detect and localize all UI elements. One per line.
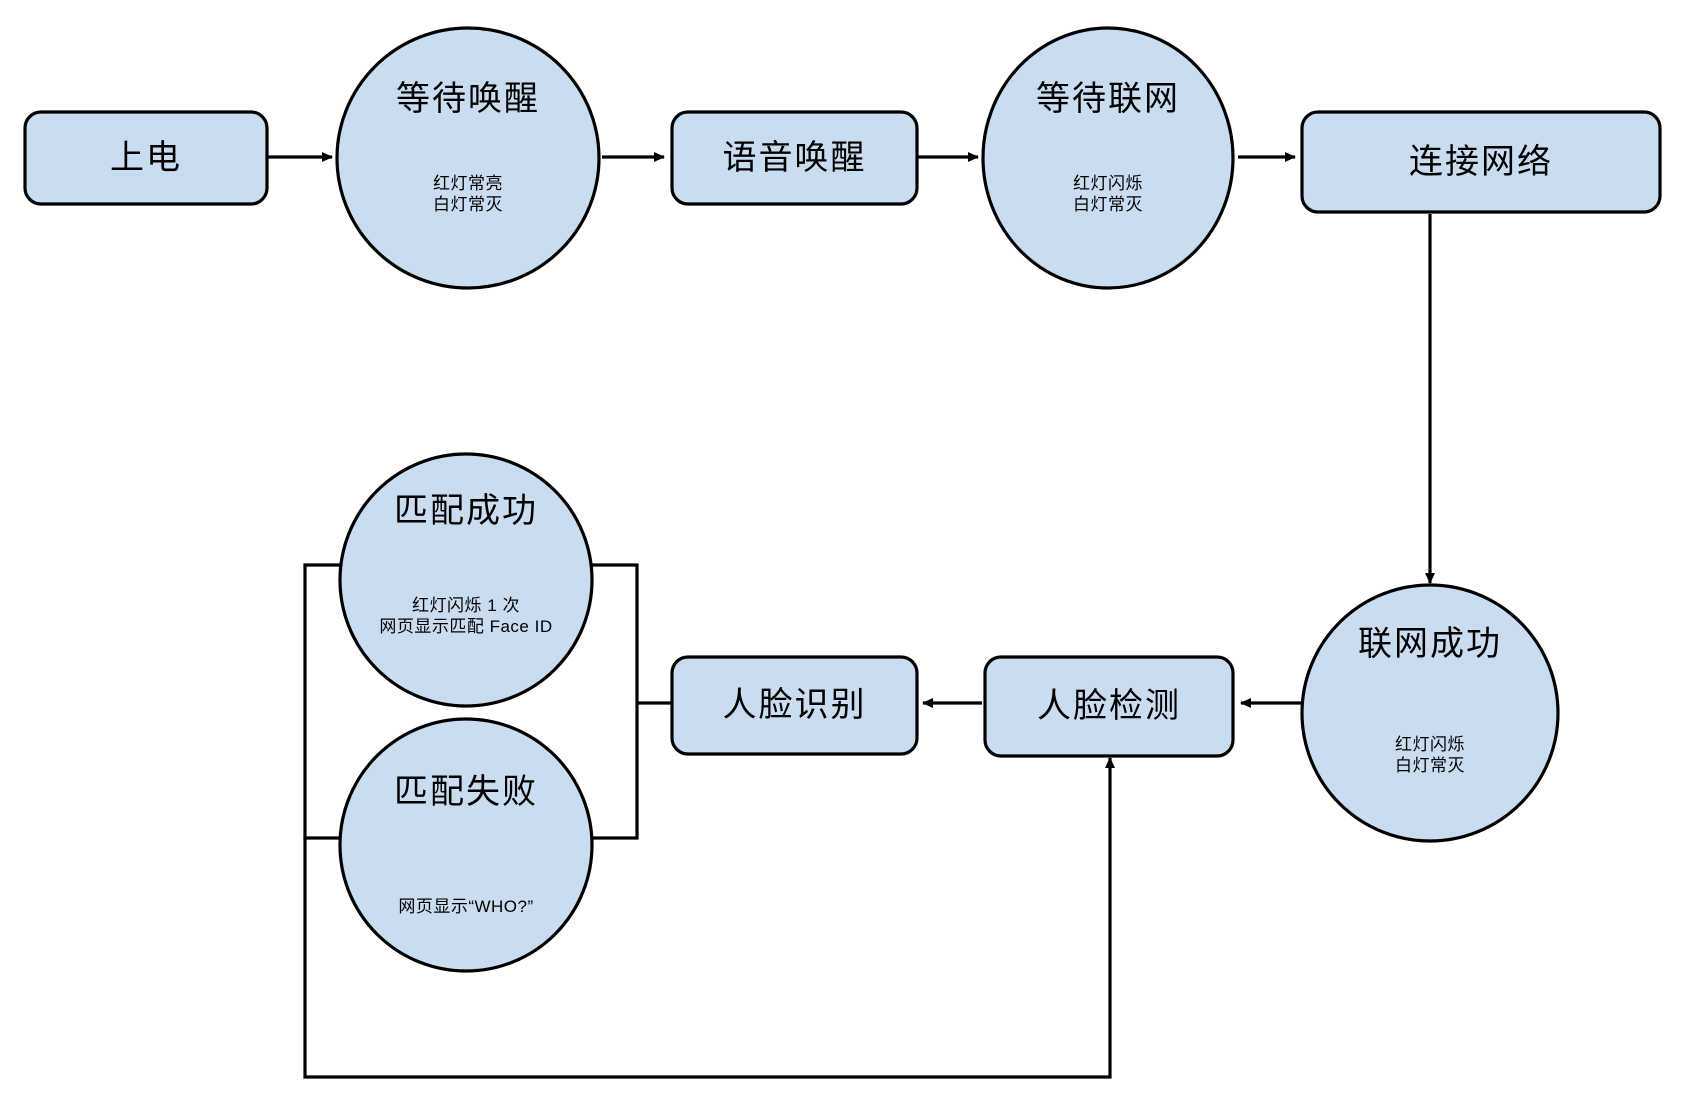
node-face-detect[interactable] (983, 655, 1235, 758)
node-match-success[interactable] (338, 452, 594, 708)
node-voice-wakeup[interactable] (670, 110, 919, 206)
node-network-success[interactable] (1300, 583, 1560, 843)
node-power-on[interactable] (23, 110, 269, 206)
node-connect-network[interactable] (1300, 110, 1662, 214)
node-match-fail[interactable] (338, 717, 594, 973)
node-face-recognize[interactable] (670, 655, 919, 756)
node-waiting-wakeup[interactable] (335, 26, 601, 290)
node-waiting-network[interactable] (981, 26, 1235, 290)
